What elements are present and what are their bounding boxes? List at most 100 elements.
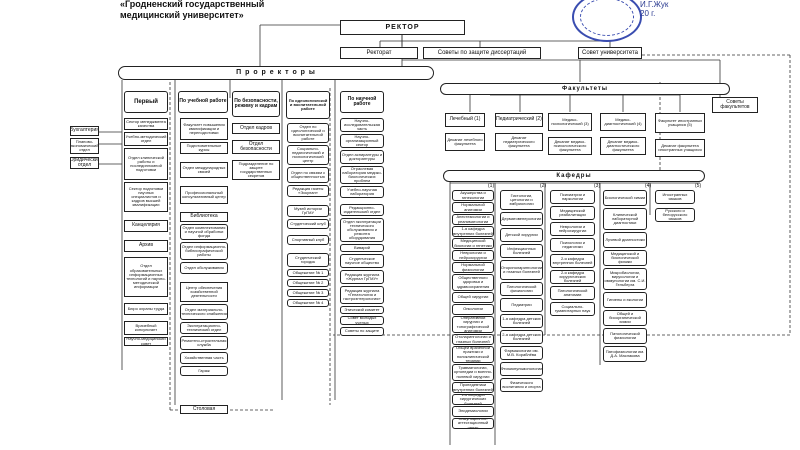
- faculty-5-dean: Деканат факультета иностранных учащихся: [655, 139, 705, 157]
- dept-2-4: Инфекционных болезней: [500, 244, 543, 258]
- security-prorector-box: По безопасности, режиму и кадрам: [232, 91, 280, 117]
- study-unit-10: Отдел материально-технического снабжения: [180, 304, 228, 320]
- study-unit-14: Гараж: [180, 366, 228, 376]
- faculty-4-dean: Деканат медико-диагностического факульте…: [600, 137, 646, 155]
- dept-2-3: Детской хирургии: [500, 228, 543, 242]
- dept-1-3: Анестезиологии и реаниматологии: [452, 214, 494, 225]
- dept-4-7: Общей и биоорганической химии: [603, 310, 647, 326]
- science-unit-10: Редакция журнала «Журнал ГрГМУ»: [340, 270, 384, 284]
- science-prorector-box: По научной работе: [340, 91, 384, 113]
- ideology-prorector-box: По идеологической и воспитательной работ…: [286, 91, 330, 119]
- dept-2-6: Патологической физиологии: [500, 282, 543, 296]
- science-units: Научно-исследовательская часть Научно-ор…: [340, 118, 384, 336]
- dept-2-1: Гистологии, цитологии и эмбриологии: [500, 190, 543, 210]
- study-unit-4: Профессиональный консультативный центр: [180, 186, 228, 204]
- study-unit-13: Хозяйственная часть: [180, 352, 228, 364]
- dept-4-1: Биологической химии: [603, 190, 647, 206]
- faculty-5-box: Факультет иностранных учащихся (5): [655, 113, 705, 133]
- dept-1-13: Общей врачебной практики и поликлиническ…: [452, 346, 494, 363]
- dept-1-8: Общественного здоровья и здравоохранения: [452, 274, 494, 291]
- ideology-unit-9: Общежитие № 1: [287, 269, 329, 277]
- dept-2-2: Дерматовенерологии: [500, 212, 543, 226]
- first-unit-7: Отдел образовательных информационных тех…: [124, 257, 168, 297]
- dept-1-7: Нормальной физиологии: [452, 262, 494, 273]
- first-unit-6: Архив: [124, 240, 168, 252]
- dept-1-15: Пропедевтики внутренних болезней: [452, 382, 494, 393]
- ideology-unit-11: Общежитие № 3: [287, 289, 329, 297]
- dept-3-6: 2-я кафедра хирургических болезней: [550, 270, 595, 284]
- ideology-unit-10: Общежитие № 2: [287, 279, 329, 287]
- dept-1-11: Оперативной хирургии и топографической а…: [452, 316, 494, 333]
- faculty-3-dean: Деканат медико-психологического факульте…: [548, 137, 592, 155]
- approval-name: И.Г.Жук: [640, 0, 669, 9]
- dept-1-16: 1-я кафедра хирургических болезней: [452, 394, 494, 405]
- dept-4-5: Микробиологии, вирусологии и иммунологии…: [603, 268, 647, 290]
- dept-4-2: Клинической лабораторной диагностики: [603, 208, 647, 230]
- dept-2-10: Фармакологии им. М.В. Кораблёва: [500, 346, 543, 360]
- science-unit-8: Виварий: [340, 244, 384, 252]
- dept-5-1: Иностранных языков: [655, 190, 695, 204]
- dept-1-2: Нормальной анатомии: [452, 202, 494, 213]
- first-unit-10: Научно-медицинский совет: [124, 337, 168, 346]
- dept-2-12: Физического воспитания и спорта: [500, 378, 543, 392]
- first-unit-8: Бюро охраны труда: [124, 303, 168, 315]
- dept-group-label-3: (3): [594, 183, 601, 189]
- dept-4-6: Гигиены и экологии: [603, 292, 647, 308]
- security-unit-3: Подразделение по защите государственных …: [232, 160, 280, 180]
- security-unit-2: Отдел безопасности: [232, 140, 280, 154]
- dept-group-label-5: (5): [695, 183, 702, 189]
- ideology-unit-8: Студенческий городок: [287, 253, 329, 267]
- dept-2-11: Фтизиопульмонологии: [500, 362, 543, 376]
- dept-group-label-4: (4): [645, 183, 652, 189]
- dept-3-2: Медицинской реабилитации: [550, 206, 595, 220]
- first-unit-2: Учебно-методический отдел: [124, 132, 168, 146]
- dept-5-2: Русского и белорусского языков: [655, 208, 695, 222]
- science-unit-7: Отдел эксплуатации технического обслужив…: [340, 218, 384, 242]
- faculty-3-box: Медико-психологический (3): [548, 113, 592, 131]
- dept-1-4: 1-я кафедра внутренних болезней: [452, 226, 494, 237]
- first-unit-9: Врачебный консультант: [124, 321, 168, 335]
- science-unit-1: Научно-исследовательская часть: [340, 118, 384, 132]
- study-unit-5: Библиотека: [180, 212, 228, 222]
- study-unit-11: Эксплуатационно-технический отдел: [180, 322, 228, 334]
- official-seal: [572, 0, 642, 42]
- institution-line-2: медицинский университет»: [120, 10, 244, 20]
- dept-4-4: Медицинской и биологической физики: [603, 250, 647, 266]
- canteen-box: Столовая: [180, 405, 228, 414]
- dept-3-8: Социально-гуманитарных наук: [550, 302, 595, 316]
- dept-3-3: Неврологии и нейрохирургии: [550, 222, 595, 236]
- dept-1-12: Отоларингологии и глазных болезней: [452, 334, 494, 345]
- accounting-box: Бухгалтерия: [70, 126, 99, 136]
- first-prorector-box: Первый: [124, 91, 168, 113]
- study-unit-8: Отдел обслуживания: [180, 262, 228, 274]
- dept-4-8: Патологической физиологии: [603, 328, 647, 344]
- ideology-unit-2: Социально-педагогический и психологическ…: [287, 145, 329, 165]
- rector-box: РЕКТОР: [340, 20, 465, 35]
- ideology-units: Отдел по идеологической и воспитательной…: [287, 123, 329, 307]
- official-seal-inner: [580, 0, 634, 36]
- first-unit-1: Сектор менеджмента качества: [124, 118, 168, 130]
- dept-2-8: 1-я кафедра детских болезней: [500, 314, 543, 328]
- science-unit-6: Редакционно-издательский отдел: [340, 204, 384, 216]
- ideology-unit-12: Общежитие № 4: [287, 299, 329, 307]
- faculty-4-box: Медико-диагностический (4): [600, 113, 646, 131]
- dept-1-17: Эпидемиологии: [452, 406, 494, 417]
- dept-1-1: Акушерства и гинекологии: [452, 190, 494, 201]
- dept-1-18: Симуляционно-аттестационный центр: [452, 418, 494, 429]
- faculty-councils-box: Советы факультетов: [712, 97, 758, 113]
- study-unit-1: Факультет повышения квалификации и переп…: [180, 118, 228, 140]
- science-unit-12: Этический комитет: [340, 306, 384, 314]
- faculty-2-box: Педиатрический (2): [495, 113, 543, 127]
- dissertation-councils-box: Советы по защите диссертаций: [423, 47, 541, 59]
- departments-bar: Кафедры: [443, 170, 705, 182]
- science-unit-5: Учебно-научная лаборатория: [340, 186, 384, 198]
- planning-dept-box: Планово-экономический отдел: [70, 138, 99, 154]
- dept-4-9: Патофизиологии им. Д.А. Маслакова: [603, 346, 647, 362]
- university-council-box: Совет университета: [578, 47, 642, 59]
- dept-2-9: 2-я кафедра детских болезней: [500, 330, 543, 344]
- approval-signature: И.Г.Жук 20 г.: [640, 0, 668, 18]
